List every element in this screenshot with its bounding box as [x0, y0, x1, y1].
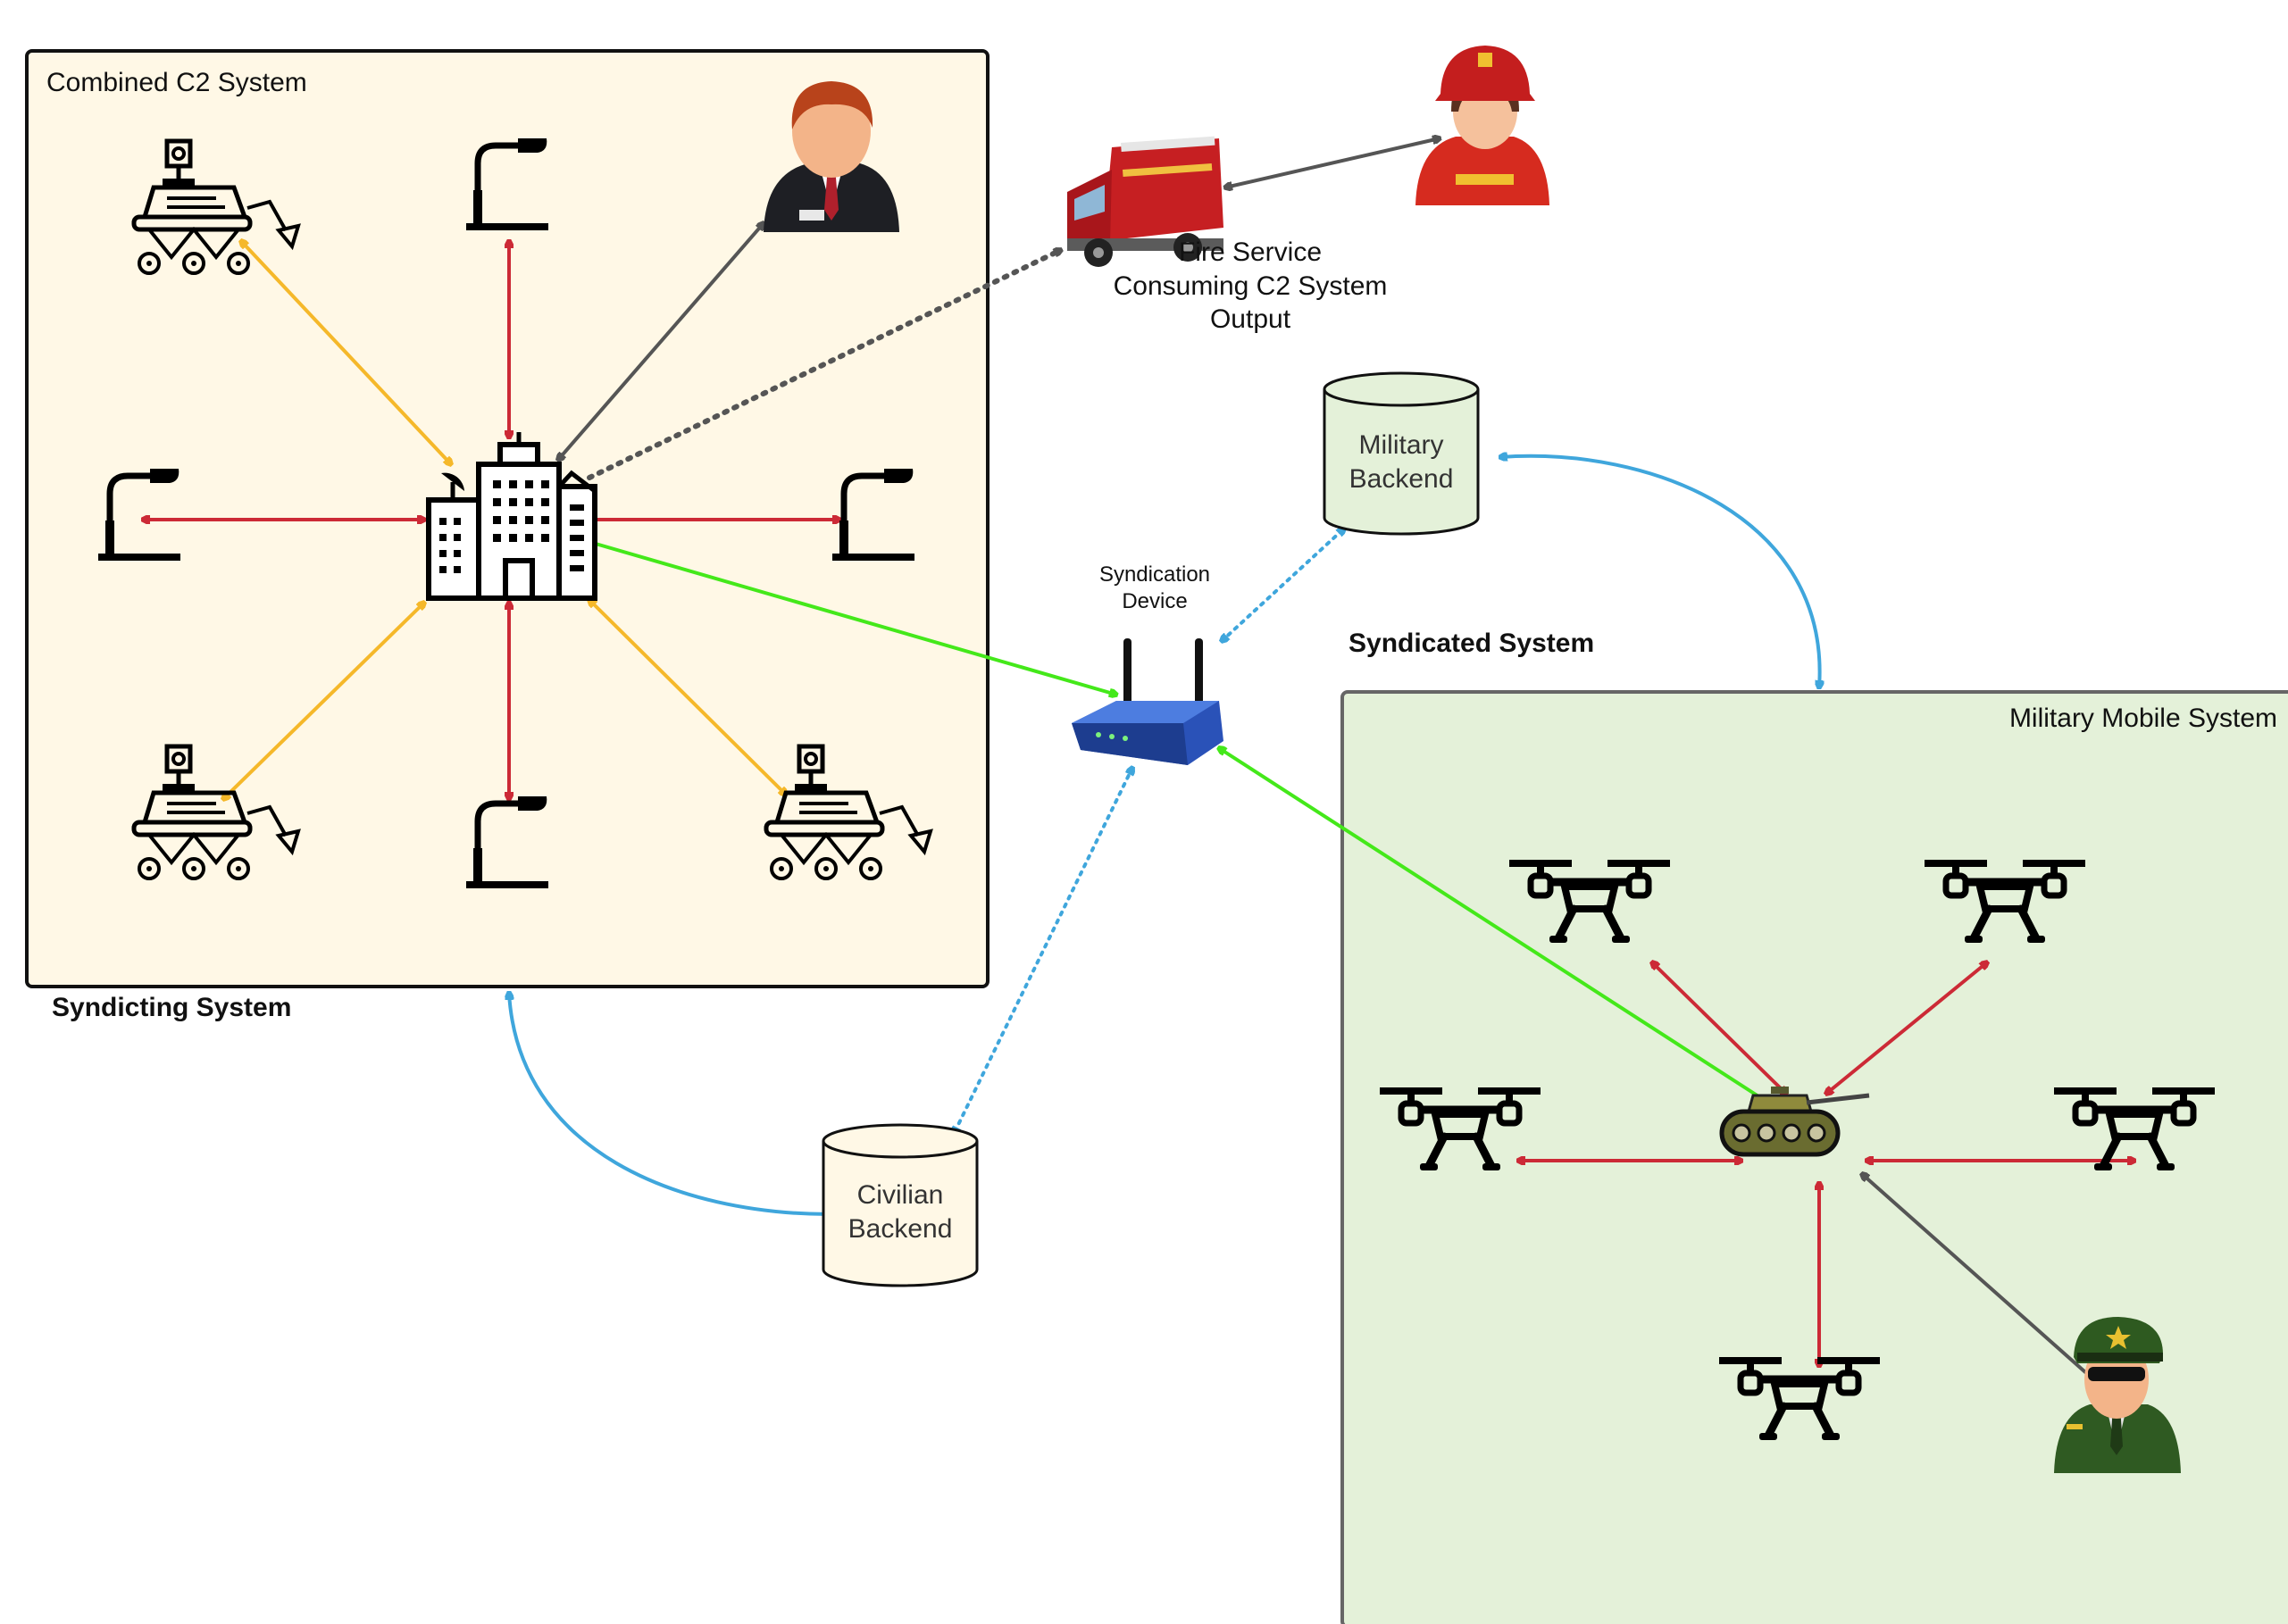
military-officer-icon [2054, 1317, 2181, 1473]
fire-truck-icon [1067, 136, 1223, 267]
syndicated-system-label: Syndicated System [1349, 629, 1595, 658]
fire-service-label: Fire Service Consuming C2 System Output [1113, 237, 1388, 334]
syndication-device-label: Syndication Device [1098, 562, 1211, 613]
military-mobile-system-label: Military Mobile System [2008, 704, 2277, 733]
combined-c2-system-label: Combined C2 System [46, 68, 307, 97]
military-backend-label: Military Backend [1349, 430, 1454, 494]
syndication-links [509, 138, 1820, 1214]
businessman-operator-icon [764, 81, 899, 232]
firefighter-icon [1415, 46, 1549, 205]
civilian-backend-label: Civilian Backend [848, 1180, 953, 1244]
wireless-router-icon [1072, 638, 1223, 765]
syndicting-system-label: Syndicting System [52, 993, 292, 1022]
command-building-icon [426, 432, 597, 601]
tank-icon [1719, 1087, 1870, 1157]
